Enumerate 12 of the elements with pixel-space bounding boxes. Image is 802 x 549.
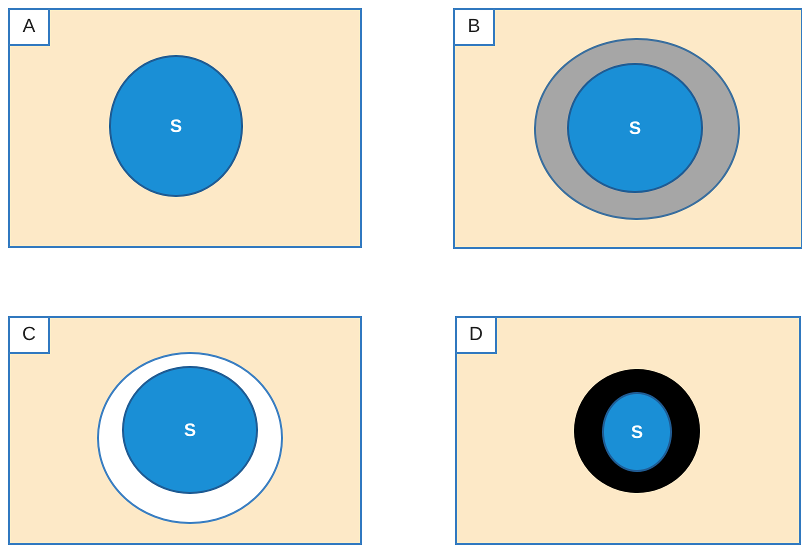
circle: S	[567, 63, 703, 193]
panel	[453, 8, 802, 249]
panel-label: C	[8, 316, 50, 354]
circle: S	[109, 55, 243, 197]
panel-label: B	[453, 8, 495, 46]
panel	[8, 8, 362, 248]
panel	[8, 316, 362, 545]
panel-label: A	[8, 8, 50, 46]
circle: S	[602, 392, 672, 472]
panel	[455, 316, 801, 545]
circle: S	[122, 366, 258, 494]
panel-label: D	[455, 316, 497, 354]
